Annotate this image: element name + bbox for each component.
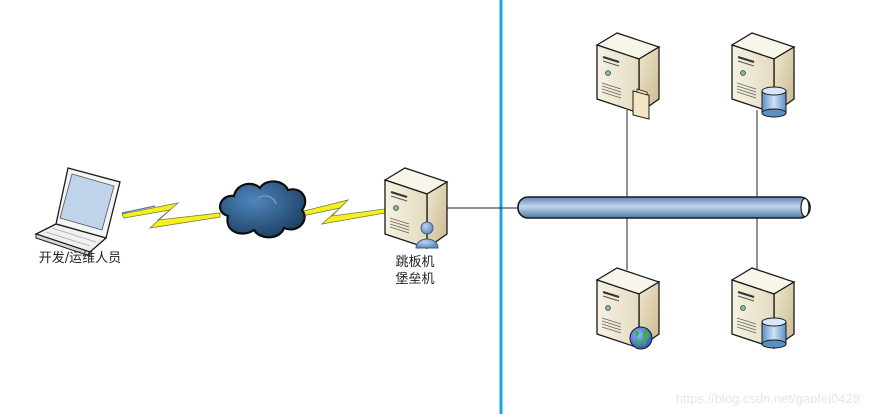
network-bus: [517, 196, 811, 219]
bastion-label-line1: 跳板机: [395, 255, 435, 270]
watermark: https://blog.csdn.net/gaofei0428: [675, 391, 860, 406]
file-folder-icon: [632, 88, 650, 120]
client-label: 开发/运维人员: [38, 251, 122, 266]
user-icon: [415, 221, 439, 249]
internet-cloud-icon: [218, 180, 307, 239]
file-server-icon: [596, 32, 660, 120]
web-server-icon: [596, 267, 660, 350]
database-server-icon-bottom: [731, 267, 795, 349]
globe-icon: [629, 326, 653, 350]
laptop-icon: [34, 167, 121, 257]
wireless-link-internet-to-bastion: [299, 199, 386, 225]
wireless-link-client-to-internet: [121, 202, 221, 229]
bastion-label-line2: 堡垒机: [395, 272, 435, 287]
database-icon: [761, 86, 787, 118]
bastion-server-icon: [384, 167, 448, 249]
database-server-icon-top: [731, 32, 795, 118]
database-icon: [761, 317, 787, 349]
